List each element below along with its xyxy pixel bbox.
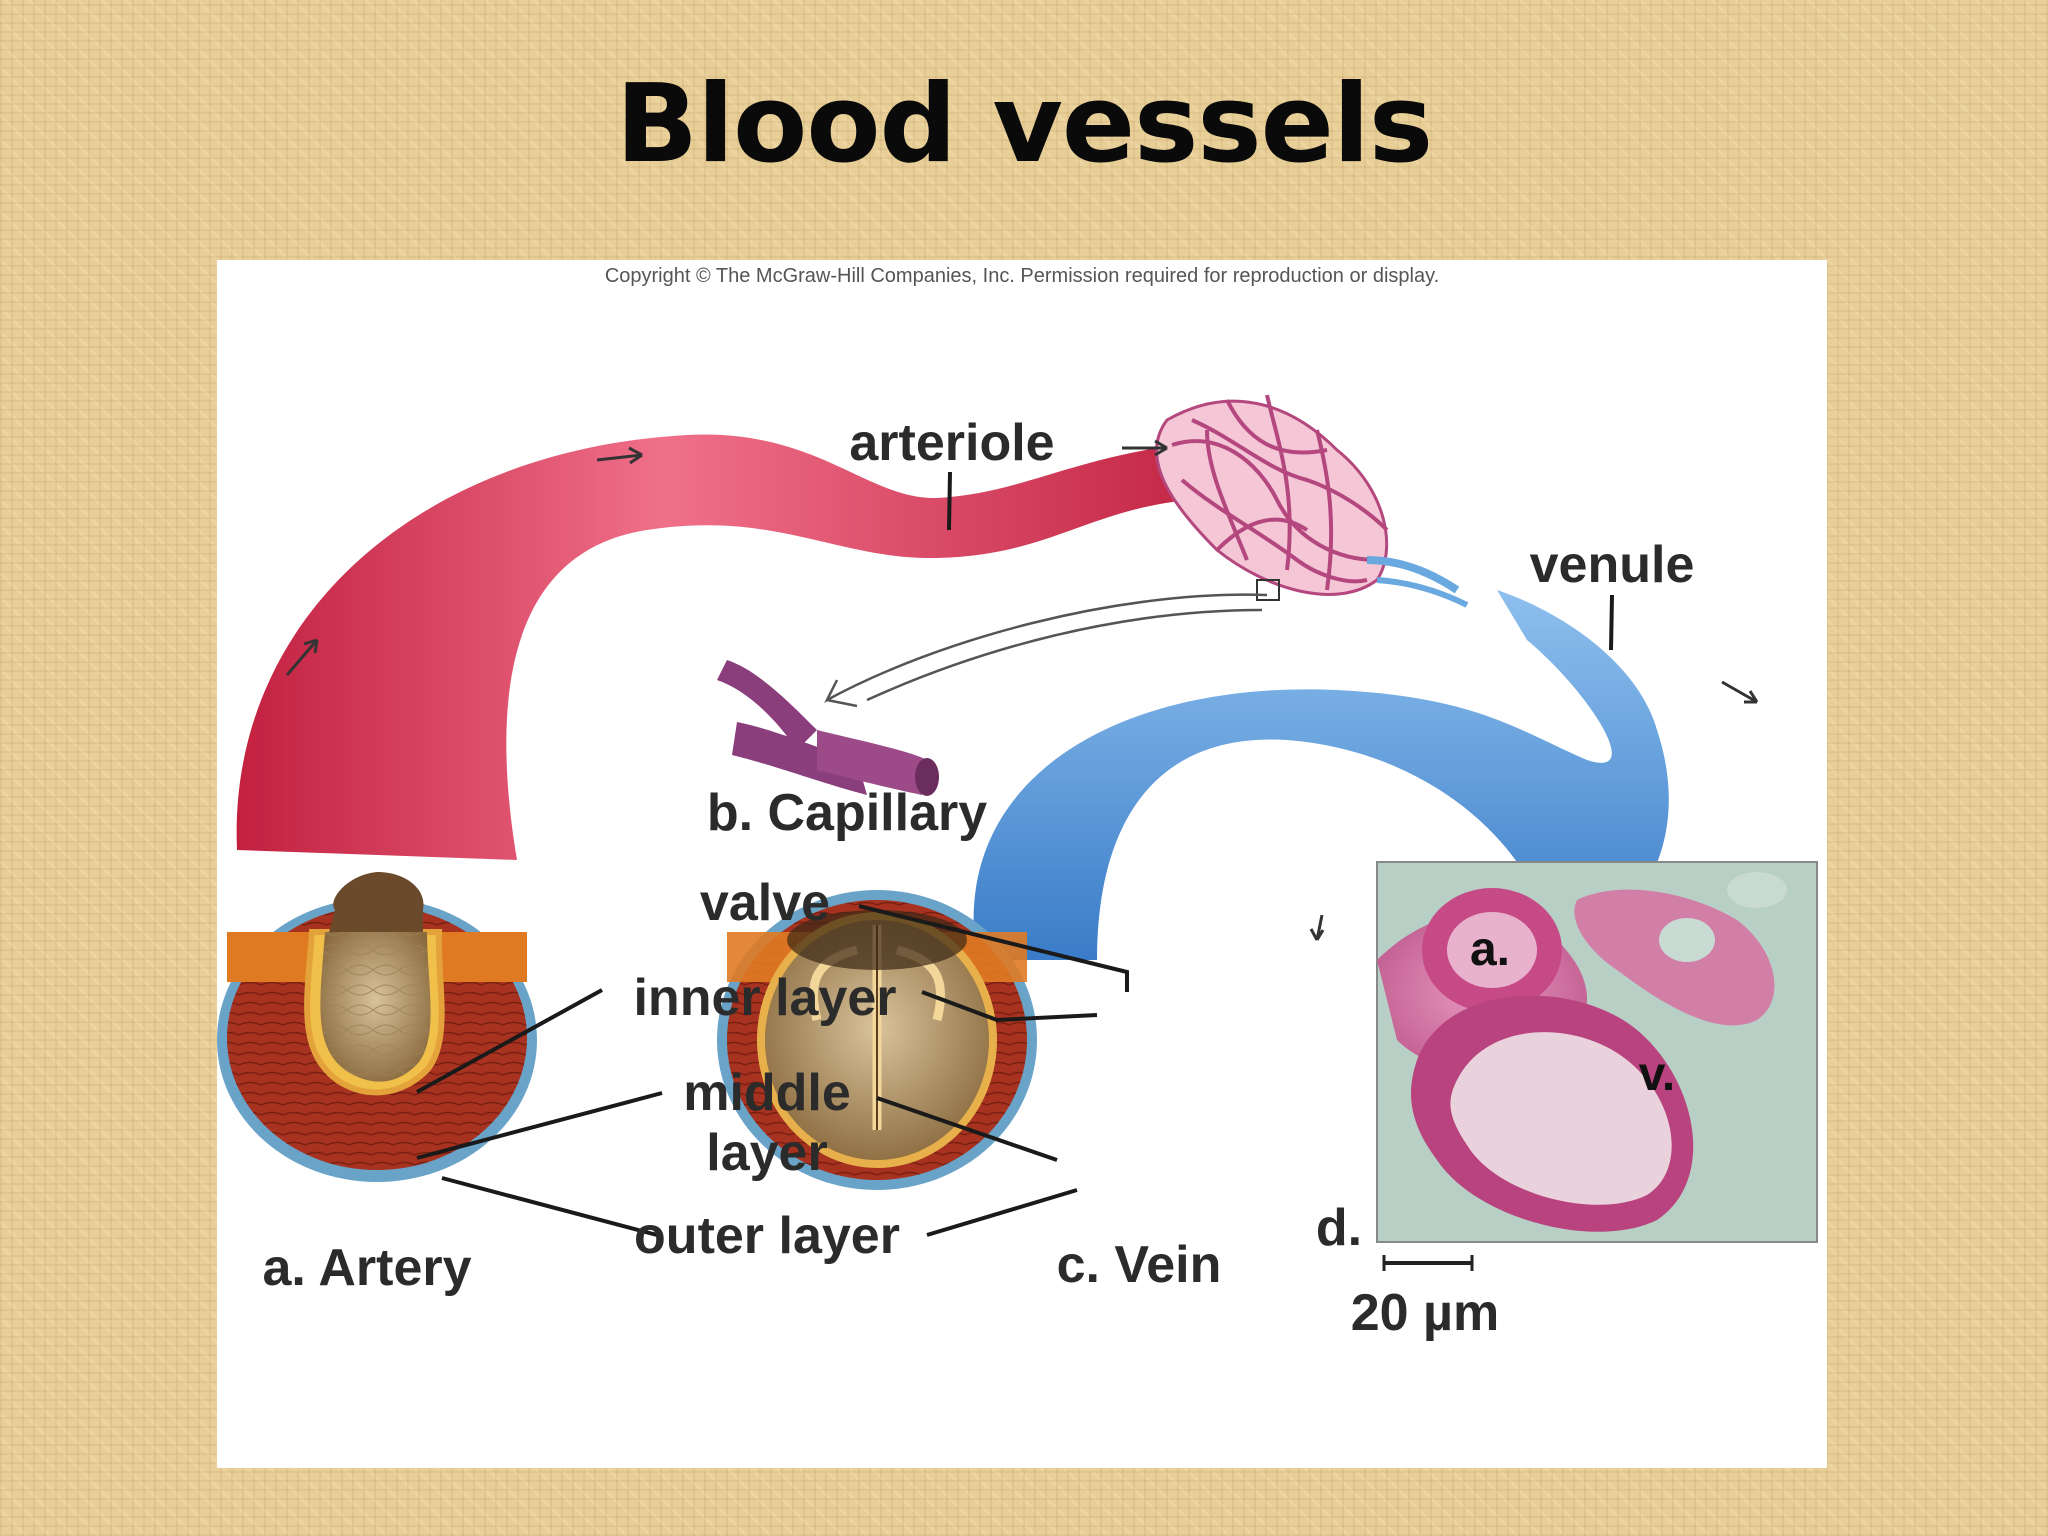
flow-arrow-icon (1721, 680, 1759, 704)
label-inner-layer: inner layer (633, 969, 896, 1027)
zoom-arrow (824, 593, 1268, 708)
label-middle-layer-line2: layer (706, 1124, 827, 1182)
label-micrograph-vein: v. (1639, 1048, 1675, 1101)
label-scale-bar: 20 µm (1351, 1284, 1499, 1342)
label-capillary: b. Capillary (707, 784, 987, 842)
label-middle-layer-line1: middle (683, 1064, 851, 1122)
flow-arrow-icon (1309, 914, 1325, 941)
label-artery: a. Artery (262, 1239, 471, 1297)
label-venule: venule (1530, 536, 1695, 594)
artery-vessel (236, 434, 1189, 860)
capillary-bed (1155, 394, 1469, 608)
flow-arrow-icon (1122, 439, 1168, 457)
slide-title: Blood vessels (615, 62, 1433, 187)
vessel-diagram: arteriole venule b. Capillary valve inne… (217, 394, 1818, 1342)
label-outer-layer: outer layer (634, 1207, 900, 1265)
label-vein: c. Vein (1057, 1236, 1222, 1294)
micrograph (1376, 861, 1818, 1243)
flow-arrow-icon (285, 638, 319, 676)
artery-cross-section (217, 872, 537, 1182)
flow-arrows (285, 439, 1759, 941)
zoom-box (1256, 579, 1280, 601)
flow-arrow-icon (596, 446, 643, 465)
capillary-closeup (717, 660, 939, 796)
label-arteriole: arteriole (849, 414, 1054, 472)
label-valve: valve (700, 874, 830, 932)
blood-vessel-figure: Copyright © The McGraw-Hill Companies, I… (217, 260, 1827, 1468)
copyright-notice: Copyright © The McGraw-Hill Companies, I… (604, 265, 1440, 287)
vein-cross-section (717, 890, 1037, 1190)
leader-lines (416, 471, 1614, 1237)
label-micrograph-artery: a. (1470, 923, 1510, 976)
label-micrograph: d. (1316, 1199, 1362, 1257)
